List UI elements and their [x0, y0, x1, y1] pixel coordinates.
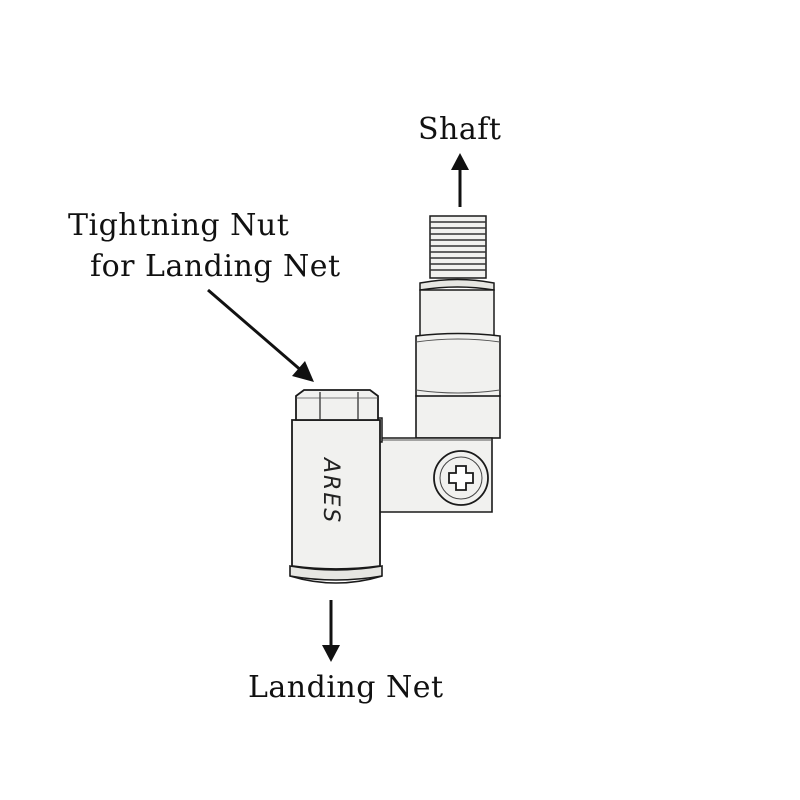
tightening-nut-label-line1: Tightning Nut: [68, 208, 290, 243]
tightening-nut-label-line2: for Landing Net: [90, 249, 341, 284]
shaft-collar-lower: [415, 395, 501, 439]
landing-net-arrow: [322, 600, 340, 662]
tightening-nut: [295, 389, 379, 421]
brand-logo: ARES: [318, 456, 343, 524]
joint-body: [289, 419, 383, 584]
tightening-nut-arrow: [207, 288, 314, 382]
shaft-collar-upper: [419, 278, 495, 337]
shaft-arrow: [451, 153, 469, 207]
shaft-collar-middle: [415, 332, 501, 400]
landing-net-label: Landing Net: [248, 670, 444, 705]
shaft-label: Shaft: [418, 112, 502, 147]
screw-icon: [433, 450, 489, 506]
shaft-thread: [429, 215, 487, 279]
